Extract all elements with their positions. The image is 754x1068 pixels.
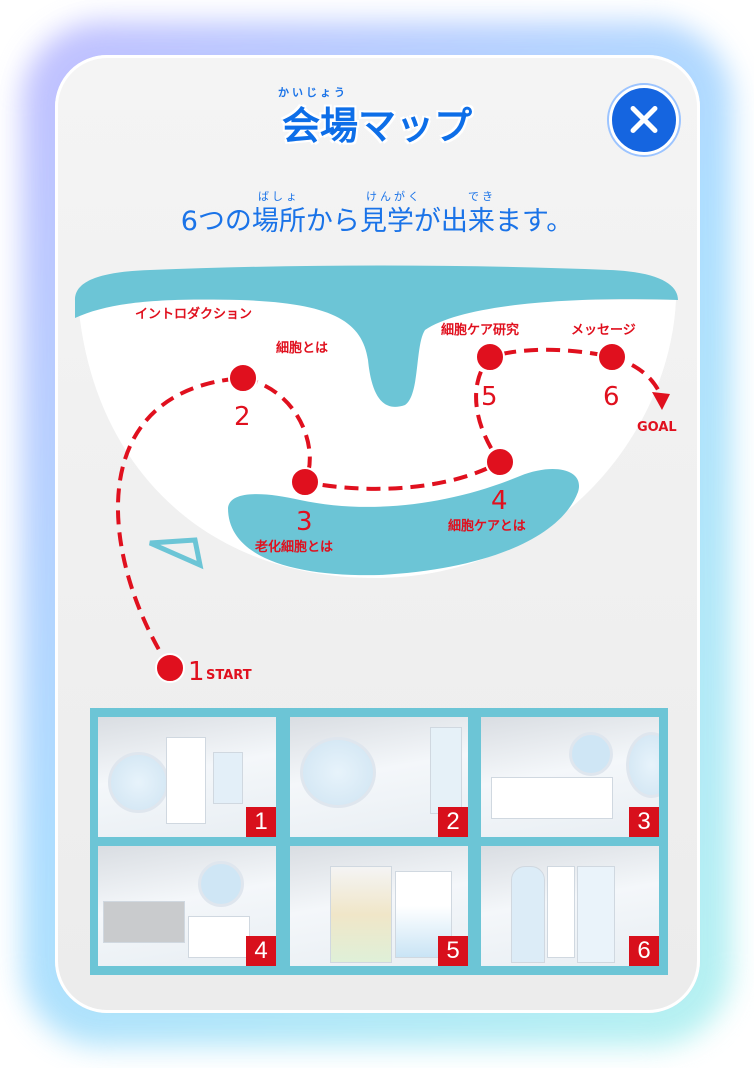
stop-5-marker[interactable] bbox=[475, 342, 505, 372]
thumbnail-5-badge: 5 bbox=[438, 936, 468, 966]
stop-3-number: 3 bbox=[296, 507, 313, 537]
stop-2-marker[interactable] bbox=[228, 363, 258, 393]
thumbnail-6[interactable]: 6 bbox=[481, 846, 659, 966]
subtitle-ruby-kengaku: けんがく bbox=[366, 190, 422, 203]
stop-2-number: 2 bbox=[234, 402, 251, 432]
route-stops bbox=[155, 342, 627, 683]
thumbnail-2[interactable]: 2 bbox=[290, 717, 468, 837]
thumbnail-4-badge: 4 bbox=[246, 936, 276, 966]
stop-4-marker[interactable] bbox=[485, 447, 515, 477]
label-roka: 老化細胞とは bbox=[254, 539, 333, 555]
stop-1-number: 1 bbox=[188, 657, 205, 687]
label-intro: イントロダクション bbox=[135, 306, 252, 322]
thumbnail-6-badge: 6 bbox=[629, 936, 659, 966]
route-path bbox=[116, 347, 664, 670]
bottom-wall bbox=[228, 469, 580, 576]
start-label: START bbox=[206, 668, 252, 683]
label-research: 細胞ケア研究 bbox=[441, 322, 519, 338]
thumbnail-5[interactable]: 5 bbox=[290, 846, 468, 966]
page-title: 会場マップ bbox=[281, 104, 472, 148]
subtitle: 6つの場所から見学が出来ます。 bbox=[180, 206, 574, 237]
stop-1-marker[interactable] bbox=[155, 653, 185, 683]
subtitle-ruby-basho: ばしょ bbox=[258, 190, 300, 203]
goal-label: GOAL bbox=[637, 420, 677, 435]
goal-arrow-icon bbox=[652, 392, 670, 410]
thumbnail-1-badge: 1 bbox=[246, 807, 276, 837]
thumbnail-4[interactable]: 4 bbox=[98, 846, 276, 966]
thumbnail-1[interactable]: 1 bbox=[98, 717, 276, 837]
thumbnail-3[interactable]: 3 bbox=[481, 717, 659, 837]
stop-6-number: 6 bbox=[603, 382, 620, 412]
label-message: メッセージ bbox=[571, 323, 636, 338]
top-wall bbox=[75, 265, 678, 407]
thumbnail-grid: 1 2 3 4 5 6 bbox=[90, 708, 668, 975]
stop-6-marker[interactable] bbox=[597, 342, 627, 372]
label-care: 細胞ケアとは bbox=[448, 518, 526, 534]
title-ruby: かいじょう bbox=[278, 86, 348, 99]
close-button[interactable] bbox=[609, 85, 679, 155]
subtitle-ruby-deki: でき bbox=[468, 190, 496, 203]
viewpoint-icon bbox=[148, 537, 204, 570]
thumbnail-3-badge: 3 bbox=[629, 807, 659, 837]
stop-5-number: 5 bbox=[481, 382, 498, 412]
thumbnail-2-badge: 2 bbox=[438, 807, 468, 837]
stop-4-number: 4 bbox=[491, 486, 508, 516]
stop-3-marker[interactable] bbox=[290, 467, 320, 497]
label-saibou: 細胞とは bbox=[276, 340, 328, 356]
